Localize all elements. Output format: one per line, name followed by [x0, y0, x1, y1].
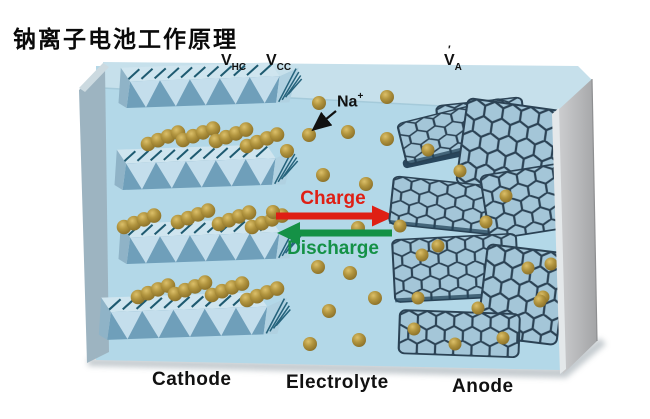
- charge-arrow: [276, 205, 395, 227]
- vcc-symbol: V: [266, 52, 277, 69]
- discharge-label: Discharge: [287, 238, 379, 259]
- anode-sodium-ions: [393, 143, 558, 351]
- va-subscript: A: [454, 62, 462, 74]
- anode-structure: [388, 96, 578, 359]
- electrolyte-label: Electrolyte: [286, 372, 389, 393]
- cathode-current-collector: [79, 63, 109, 363]
- voltage-label-vhc: VHC: [221, 52, 247, 74]
- cathode-label: Cathode: [152, 369, 232, 390]
- vcc-subscript: CC: [276, 62, 292, 74]
- electrolyte-sodium-ions: [266, 90, 394, 351]
- na-ion-pointer-arrow: [311, 110, 337, 132]
- vhc-subscript: HC: [231, 62, 247, 74]
- voltage-label-vcc: VCC: [266, 52, 292, 74]
- discharge-arrow: [277, 222, 392, 244]
- diagram-title: 钠离子电池工作原理: [13, 26, 238, 52]
- anode-label: Anode: [452, 376, 514, 397]
- vhc-symbol: V: [221, 52, 232, 69]
- charge-label: Charge: [300, 188, 366, 209]
- va-prime-mark: ′: [448, 44, 451, 56]
- sodium-ion-label: Na+: [337, 91, 364, 111]
- na-charge-sign: +: [357, 91, 364, 102]
- va-symbol: V: [444, 52, 455, 69]
- anode-current-collector: [552, 78, 598, 374]
- na-element: Na: [337, 93, 358, 111]
- voltage-label-va: ′VA: [444, 44, 462, 74]
